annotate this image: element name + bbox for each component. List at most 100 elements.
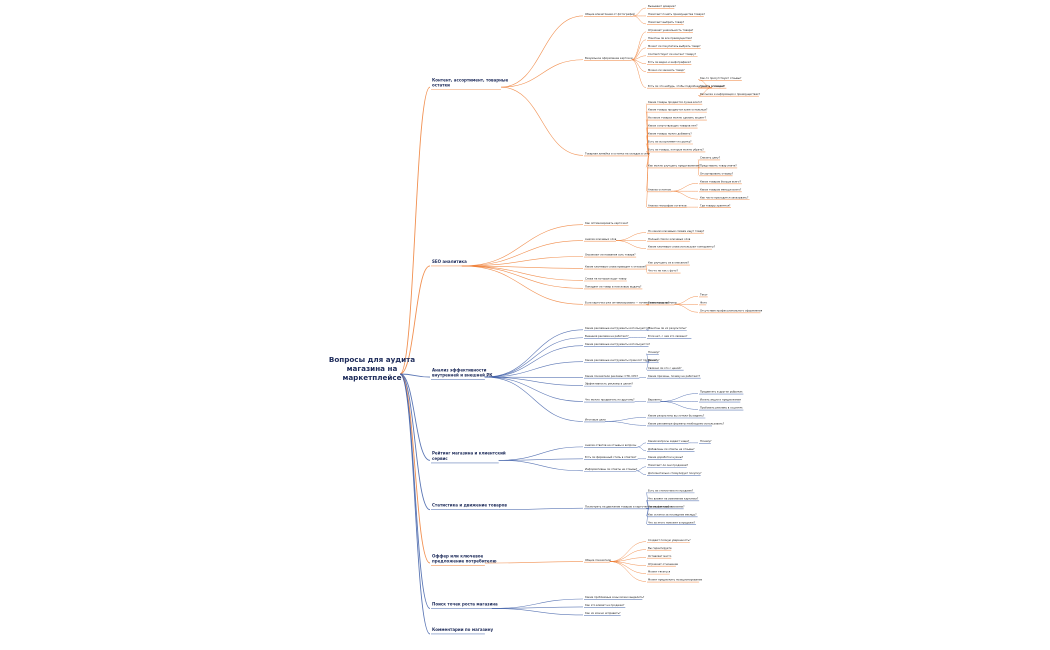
node-label: Что можно продвигать по-другому?	[585, 398, 635, 402]
node-label: Почему?	[648, 358, 660, 362]
mind-map-connector	[491, 606, 584, 609]
mind-map-connector	[660, 393, 699, 402]
node-label: Помогают ли они продажам?	[648, 463, 689, 467]
node-label: Как это влияет на продажи?	[585, 603, 625, 607]
mind-map-connector	[399, 373, 431, 635]
mind-map-connector	[498, 446, 584, 461]
mind-map-connector	[615, 232, 647, 241]
mind-map-connector	[484, 376, 584, 422]
node-label: Почему?	[700, 439, 712, 443]
mind-map-connector	[500, 15, 584, 88]
branch-title-line: Контент, ассортимент, товарные	[432, 78, 508, 83]
node-label: Может ли покупатель выбрать товар?	[648, 44, 701, 48]
mind-map-connector	[399, 86, 431, 375]
mind-map-connector	[399, 373, 431, 609]
branch-title-line: Статистика и движение товаров	[432, 503, 507, 508]
node-label: Понятны ли их результаты?	[648, 326, 687, 330]
node-label: Итоговые цели	[585, 418, 606, 422]
node-label: Какие показатели рекламы: CTR, CPC?	[585, 374, 639, 378]
node-label: Снизить цену?	[700, 156, 721, 160]
node-label: Где товары хранятся?	[700, 203, 731, 207]
mind-map-connector	[484, 376, 584, 402]
node-label: Если нет, с чем это связано?	[648, 334, 688, 338]
mind-map-connector	[645, 507, 650, 525]
node-label: Какие результаты вы хотели бы видеть?	[648, 414, 705, 418]
node-label: Анализ ключевых слов	[585, 237, 617, 241]
node-label: Связано ли это с ценой?	[648, 366, 682, 370]
mind-map-connector	[491, 608, 584, 616]
mind-map-connector	[636, 466, 647, 472]
node-label: Как остатки за последние месяцы?	[648, 512, 697, 516]
mind-map-connector	[461, 256, 584, 267]
node-label: Добавлены ли ответы на отзывы?	[648, 447, 695, 451]
node-label: Есть ли статистика по продаже?	[648, 488, 694, 492]
root-title-line: маркетплейсе	[342, 373, 401, 382]
mind-map-connector	[498, 507, 584, 511]
node-label: Общие показатели	[585, 558, 611, 562]
node-label: Есть ли ассортимент по рынку?	[648, 140, 692, 144]
mind-map-connector	[484, 561, 584, 564]
node-label: Варианты	[648, 398, 662, 402]
node-label: Каких сопутствующих товаров нет?	[648, 124, 698, 128]
node-label: Какие товары нужно добавить?	[648, 132, 692, 136]
branch-title-line: сервис	[432, 456, 448, 461]
branch-title-line: Оффер или ключевое	[432, 553, 484, 558]
mind-map-connector	[399, 373, 431, 461]
node-label: Как-то присутствуют отзывы?	[700, 76, 742, 80]
branch-title-line: Комментарии по магазину	[432, 627, 493, 632]
node-label: Может предложить позиционирование	[648, 578, 702, 582]
mind-map-connector	[605, 421, 647, 426]
node-label: Каких товаров меньше всего?	[700, 187, 742, 191]
mind-map-connector	[399, 265, 431, 375]
node-label: Что-то не так с фото?	[648, 269, 678, 273]
node-label: Как их можно исправить?	[585, 611, 621, 615]
node-label: Эффективность рекламы в целом?	[585, 382, 634, 386]
branch-title-line: Анализ эффективности	[432, 367, 487, 372]
node-label: Слова на которые ищут товар	[585, 277, 627, 281]
node-label: Текст в описании?	[700, 84, 726, 88]
mind-map-connector	[697, 167, 700, 176]
mind-map-connector	[645, 155, 650, 208]
node-label: Отражает уникальность товара?	[648, 28, 694, 32]
mind-map-connector	[399, 373, 431, 564]
node-label: Какие рекламные инструменты используются…	[585, 342, 651, 346]
node-label: Оставляет место	[648, 554, 672, 558]
node-label: Есть ли что-нибудь, чтобы подробнее узна…	[648, 84, 725, 88]
node-label: Продвигать в других рубриках	[700, 390, 743, 394]
mind-map-connector	[399, 373, 431, 511]
node-label: Какие товары продаются хуже остальных?	[648, 108, 708, 112]
mind-map-connector	[631, 31, 647, 61]
mind-map-connector	[645, 268, 648, 273]
mind-map-connector	[631, 39, 647, 61]
node-label: Вы гарантируете	[648, 546, 672, 550]
mind-map-connector	[697, 87, 713, 96]
mind-map-connector	[609, 561, 647, 582]
node-label: Текст	[700, 293, 708, 297]
mind-map-connector	[461, 265, 584, 269]
node-label: Внешняя реклама не работает?	[585, 334, 629, 338]
node-label: Возможные причины	[648, 300, 677, 304]
node-label: Искать акции и предложения	[700, 398, 741, 402]
node-label: По каким ключевым словам ищут товар?	[648, 229, 705, 233]
node-label: Создают полную уверенность?	[648, 538, 691, 542]
node-label: Можно ли заказать товар?	[648, 68, 685, 72]
node-label: Может тягаться	[648, 570, 671, 574]
node-label: Соответствует ли контент товару?	[648, 52, 697, 56]
node-label: Каким вопросы задают чаще?	[648, 439, 690, 443]
mind-map-connector	[461, 265, 584, 305]
branch-title-line: Рейтинг магазина и клиентский	[432, 451, 506, 456]
mind-map-connector	[609, 541, 647, 562]
node-label: Рассылка и информация о преимуществах?	[700, 92, 761, 96]
mind-map-connector	[645, 264, 648, 269]
node-label: Почему?	[648, 350, 660, 354]
node-label: Анализ ответов на отзывы и вопросы	[585, 443, 636, 447]
node-label: Как часто приходится заказывать?	[700, 195, 749, 199]
mind-map-connector	[500, 59, 584, 88]
mind-map-connector	[484, 337, 584, 378]
mind-map-connector	[636, 470, 647, 475]
node-label: Какие причины, почему не работают?	[648, 374, 701, 378]
node-label: Есть ли товары, которые можно убрать?	[648, 148, 704, 152]
mind-map-connector	[498, 458, 584, 461]
node-label: Какие ключевые слова приводят к отказам?	[585, 265, 647, 269]
mind-map-connector	[461, 240, 584, 267]
